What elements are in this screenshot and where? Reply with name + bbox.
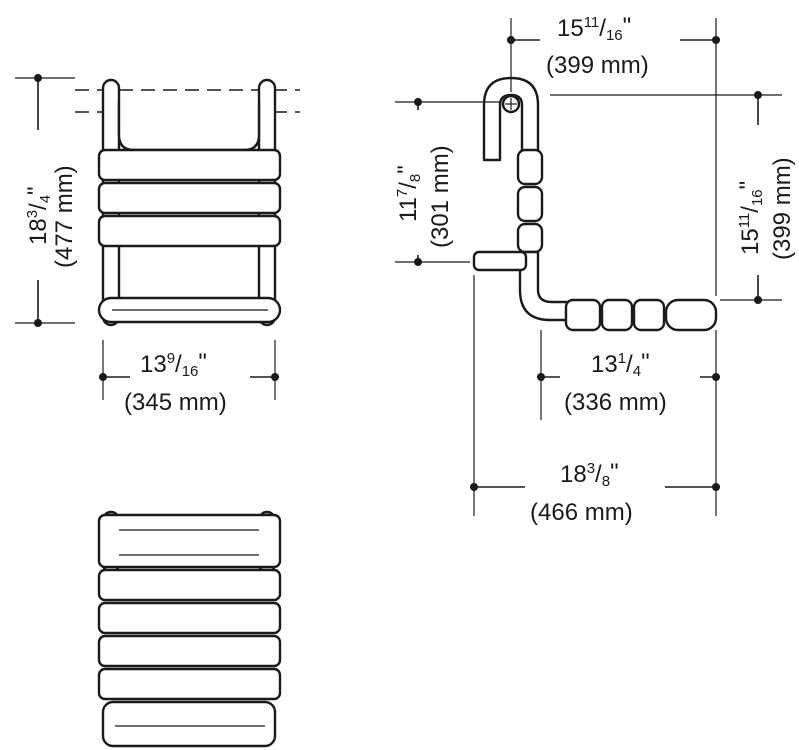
side-right-den: 16 — [749, 189, 766, 206]
side-left-whole: 11 — [395, 197, 422, 222]
svg-text:131/4": 131/4" — [591, 349, 650, 380]
side-top-den: 16 — [606, 27, 623, 44]
side-right-inch: " — [735, 181, 762, 190]
side-right-whole: 15 — [737, 228, 764, 255]
side-bottom-den: 8 — [602, 473, 610, 490]
side-mid-metric: (336 mm) — [564, 389, 667, 416]
side-mid-den: 4 — [633, 363, 641, 380]
front-height-metric: (477 mm) — [51, 165, 78, 268]
dimension-front-width: 139/16" (345 mm) — [99, 340, 279, 416]
svg-text:117/8": 117/8" — [393, 165, 424, 222]
side-left-den: 8 — [407, 174, 424, 182]
front-width-metric: (345 mm) — [124, 389, 227, 416]
side-mid-inch: " — [641, 349, 650, 376]
front-view-seat — [75, 78, 300, 327]
side-top-inch: " — [623, 13, 632, 40]
side-left-metric: (301 mm) — [427, 145, 454, 248]
side-bottom-inch: " — [610, 459, 619, 486]
front-height-inch: " — [23, 186, 50, 195]
dimension-side-top: 1511/16" (399 mm) — [507, 10, 720, 296]
dimension-side-right: 1511/16" (399 mm) — [550, 91, 798, 304]
folded-view-seat — [97, 510, 282, 748]
side-bottom-num: 3 — [587, 460, 595, 477]
side-right-metric: (399 mm) — [769, 157, 796, 260]
front-width-inch: " — [198, 349, 207, 376]
dimension-side-bottom: 183/8" (466 mm) — [470, 275, 720, 526]
side-top-num: 11 — [584, 14, 600, 31]
front-height-num: 3 — [24, 210, 41, 218]
svg-text:139/16": 139/16" — [140, 349, 207, 380]
svg-text:1511/16": 1511/16" — [735, 181, 766, 255]
side-top-whole: 15 — [557, 15, 584, 42]
front-height-den: 4 — [37, 195, 54, 203]
side-right-num: 11 — [736, 213, 753, 229]
front-width-den: 16 — [182, 363, 199, 380]
side-left-num: 7 — [394, 189, 411, 197]
dimension-side-left: 117/8" (301 mm) — [390, 98, 500, 266]
svg-text:183/4": 183/4" — [23, 186, 54, 245]
side-top-metric: (399 mm) — [546, 52, 649, 79]
dimension-front-height: 183/4" (477 mm) — [15, 74, 80, 327]
side-view-seat — [472, 76, 718, 332]
side-mid-num: 1 — [618, 350, 626, 367]
front-width-whole: 13 — [140, 351, 167, 378]
dimension-side-mid: 131/4" (336 mm) — [537, 330, 720, 516]
side-left-inch: " — [393, 165, 420, 174]
svg-text:1511/16": 1511/16" — [557, 13, 631, 44]
side-bottom-whole: 18 — [560, 461, 587, 488]
front-height-whole: 18 — [25, 218, 52, 245]
front-width-num: 9 — [167, 350, 175, 367]
side-mid-whole: 13 — [591, 351, 618, 378]
svg-text:183/8": 183/8" — [560, 459, 619, 490]
side-bottom-metric: (466 mm) — [530, 499, 633, 526]
